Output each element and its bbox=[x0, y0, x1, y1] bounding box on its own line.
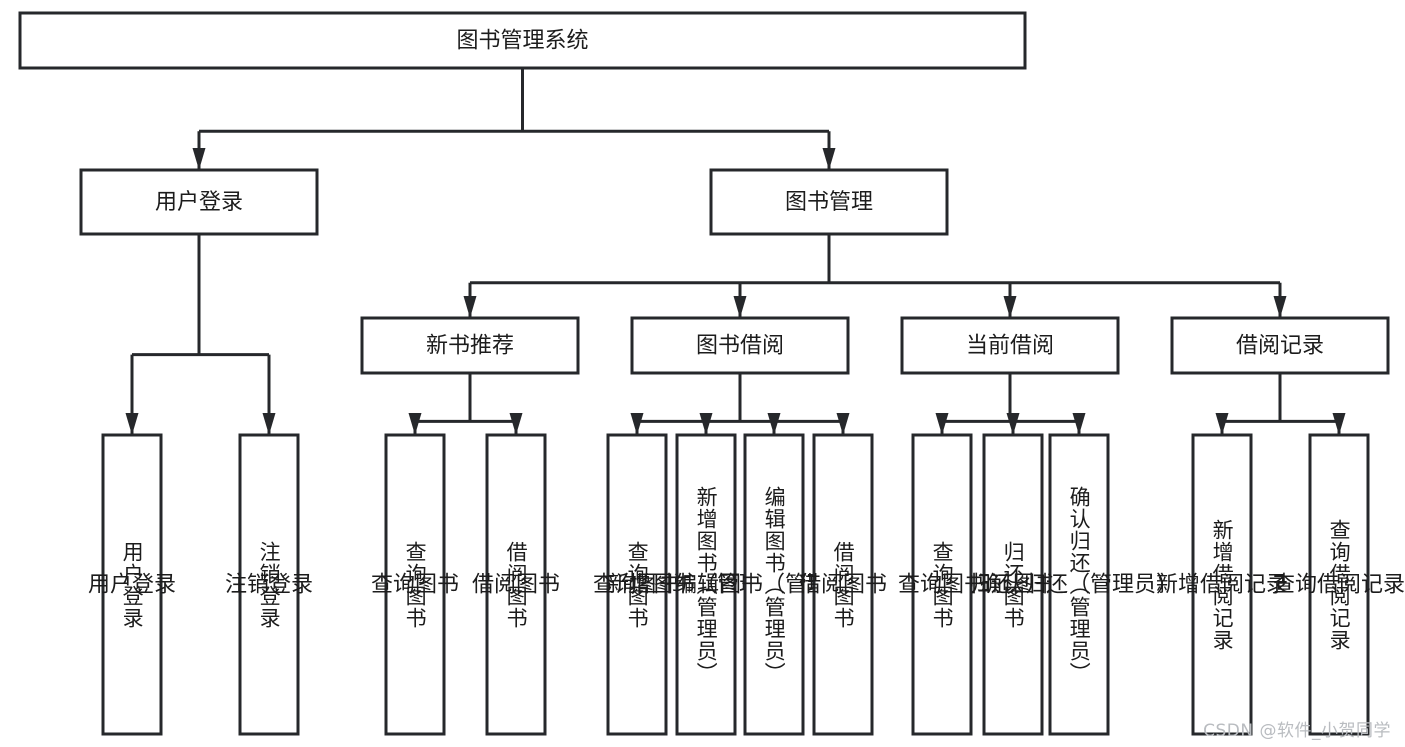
node-label: 借阅图书 bbox=[799, 573, 887, 598]
node-leaf-add-record[interactable]: 新增借阅记录 bbox=[1156, 433, 1288, 736]
node-label: 注销登录 bbox=[225, 573, 313, 598]
node-layer: 图书管理系统用户登录图书管理新书推荐图书借阅当前借阅借阅记录用户登录注销登录查询… bbox=[18, 11, 1405, 736]
node-leaf-edit-book[interactable]: 编辑图书（管理员） bbox=[675, 433, 873, 736]
node-leaf-borrow-book-1[interactable]: 借阅图书 bbox=[472, 433, 560, 736]
node-label: 用户登录 bbox=[155, 190, 243, 215]
edge-group-book-manage bbox=[463, 234, 1287, 318]
edge-group-borrow-record bbox=[1215, 373, 1346, 435]
arrow-head-icon bbox=[1332, 413, 1346, 435]
arrow-head-icon bbox=[1273, 296, 1287, 318]
node-label: 归还图书 bbox=[969, 573, 1057, 598]
arrow-head-icon bbox=[463, 296, 477, 318]
node-box bbox=[101, 433, 163, 736]
edge-group-root bbox=[192, 68, 836, 170]
arrow-head-icon bbox=[509, 413, 523, 435]
arrow-head-icon bbox=[192, 148, 206, 170]
arrow-head-icon bbox=[408, 413, 422, 435]
node-box bbox=[384, 433, 446, 736]
node-label: 确认归还（管理员） bbox=[980, 573, 1178, 598]
node-leaf-query-book-1[interactable]: 查询图书 bbox=[371, 433, 459, 736]
node-borrow-record[interactable]: 借阅记录 bbox=[1170, 316, 1390, 375]
edge-group-new-book-rec bbox=[408, 373, 523, 435]
node-leaf-logout[interactable]: 注销登录 bbox=[225, 433, 313, 736]
node-box bbox=[1170, 316, 1390, 375]
node-label: 图书管理系统 bbox=[456, 29, 588, 54]
node-label: 图书借阅 bbox=[696, 334, 784, 359]
node-box bbox=[982, 433, 1044, 736]
node-box bbox=[812, 433, 874, 736]
watermark-text: CSDN @软件_小贺同学 bbox=[1203, 721, 1391, 741]
arrow-head-icon bbox=[836, 413, 850, 435]
node-new-book-rec[interactable]: 新书推荐 bbox=[360, 316, 580, 375]
node-leaf-confirm-return[interactable]: 确认归还（管理员） bbox=[980, 433, 1178, 736]
node-label: 新书推荐 bbox=[426, 334, 514, 359]
node-box bbox=[606, 433, 668, 736]
node-box bbox=[1191, 433, 1253, 736]
node-leaf-query-book-2[interactable]: 查询图书 bbox=[593, 433, 681, 736]
node-box bbox=[900, 316, 1120, 375]
node-label: 用户登录 bbox=[88, 573, 176, 598]
node-current-borrow[interactable]: 当前借阅 bbox=[900, 316, 1120, 375]
node-user-login[interactable]: 用户登录 bbox=[79, 168, 319, 236]
edge-group-book-borrow bbox=[630, 373, 850, 435]
arrow-head-icon bbox=[630, 413, 644, 435]
node-book-manage[interactable]: 图书管理 bbox=[709, 168, 949, 236]
arrow-head-icon bbox=[935, 413, 949, 435]
arrow-head-icon bbox=[733, 296, 747, 318]
edge-group-current-borrow bbox=[935, 373, 1086, 435]
arrow-head-icon bbox=[125, 413, 139, 435]
node-label: 查询借阅记录 bbox=[1273, 573, 1405, 598]
node-box bbox=[1048, 433, 1110, 736]
node-leaf-return-book[interactable]: 归还图书 bbox=[969, 433, 1057, 736]
node-box bbox=[360, 316, 580, 375]
arrow-head-icon bbox=[822, 148, 836, 170]
node-label: 借阅记录 bbox=[1236, 334, 1324, 359]
node-box bbox=[743, 433, 805, 736]
node-book-borrow[interactable]: 图书借阅 bbox=[630, 316, 850, 375]
node-box bbox=[18, 11, 1027, 70]
arrow-head-icon bbox=[1003, 296, 1017, 318]
node-box bbox=[911, 433, 973, 736]
node-box bbox=[709, 168, 949, 236]
connector-layer bbox=[125, 68, 1346, 435]
arrow-head-icon bbox=[699, 413, 713, 435]
node-box bbox=[1308, 433, 1370, 736]
node-label: 查询图书 bbox=[898, 573, 986, 598]
node-label: 新增借阅记录 bbox=[1156, 573, 1288, 598]
arrow-head-icon bbox=[767, 413, 781, 435]
node-box bbox=[79, 168, 319, 236]
node-box bbox=[630, 316, 850, 375]
node-leaf-query-record[interactable]: 查询借阅记录 bbox=[1273, 433, 1405, 736]
node-label: 图书管理 bbox=[785, 190, 873, 215]
node-root[interactable]: 图书管理系统 bbox=[18, 11, 1027, 70]
node-label: 借阅图书 bbox=[472, 573, 560, 598]
node-label: 当前借阅 bbox=[966, 334, 1054, 359]
arrow-head-icon bbox=[1072, 413, 1086, 435]
arrow-head-icon bbox=[1215, 413, 1229, 435]
arrow-head-icon bbox=[1006, 413, 1020, 435]
node-box bbox=[675, 433, 737, 736]
node-leaf-query-book-3[interactable]: 查询图书 bbox=[898, 433, 986, 736]
node-box bbox=[238, 433, 300, 736]
edge-group-user-login bbox=[125, 234, 276, 435]
node-leaf-borrow-book-2[interactable]: 借阅图书 bbox=[799, 433, 887, 736]
node-label: 查询图书 bbox=[593, 573, 681, 598]
node-leaf-user-login[interactable]: 用户登录 bbox=[88, 433, 176, 736]
arrow-head-icon bbox=[262, 413, 276, 435]
node-label: 查询图书 bbox=[371, 573, 459, 598]
node-box bbox=[485, 433, 547, 736]
